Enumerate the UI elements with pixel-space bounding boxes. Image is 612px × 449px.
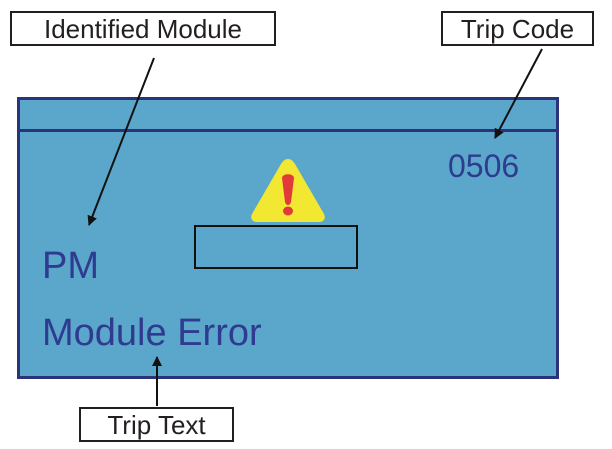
identified-module-callout: Identified Module bbox=[10, 11, 276, 46]
trip-text-callout: Trip Text bbox=[79, 407, 234, 442]
trip-value-box bbox=[194, 225, 358, 269]
display-screen: 0506 PM Module Error bbox=[17, 97, 559, 379]
warning-triangle-icon bbox=[248, 156, 328, 224]
module-name: PM bbox=[42, 245, 99, 287]
trip-code-label: Trip Code bbox=[460, 13, 575, 44]
screen-header-divider bbox=[20, 129, 556, 132]
trip-code-value: 0506 bbox=[448, 148, 520, 184]
trip-code-callout: Trip Code bbox=[441, 11, 594, 46]
identified-module-label: Identified Module bbox=[43, 13, 243, 44]
trip-text-label: Trip Text bbox=[107, 409, 206, 440]
trip-text-value: Module Error bbox=[42, 312, 262, 354]
